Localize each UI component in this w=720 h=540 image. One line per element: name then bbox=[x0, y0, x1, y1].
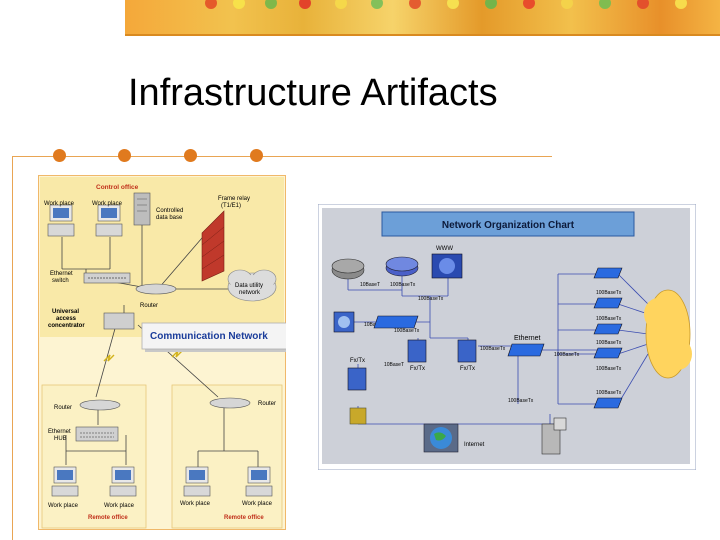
ethernet-switch-label: switch bbox=[52, 278, 69, 284]
rule-dot bbox=[118, 149, 131, 162]
chart-title: Network Organization Chart bbox=[442, 220, 575, 231]
link-label: 10BaseT bbox=[384, 362, 404, 368]
communication-network-box bbox=[141, 322, 286, 352]
frame-relay-label: (T1/E1) bbox=[221, 203, 241, 209]
router-label: Router bbox=[258, 401, 276, 407]
link-label: 100BaseTx bbox=[418, 296, 444, 302]
work-place-label: Work place bbox=[48, 503, 79, 509]
link-label: 100BaseTx bbox=[596, 390, 622, 396]
link-label: Fx/Tx bbox=[350, 358, 365, 364]
link-label: 10BaseT bbox=[360, 282, 380, 288]
internet-label: Internet bbox=[464, 442, 485, 448]
control-office-label: Control office bbox=[96, 184, 139, 191]
left-rule bbox=[12, 156, 13, 540]
work-place-label: Work place bbox=[104, 503, 135, 509]
banner-flower-strip bbox=[195, 0, 720, 10]
internet-globe-icon bbox=[423, 423, 459, 453]
remote-office-zone-right bbox=[171, 384, 283, 529]
ethernet-hub-icon bbox=[75, 426, 119, 442]
comm-network-label: Communication Network bbox=[150, 331, 268, 342]
work-place-label: Work place bbox=[242, 501, 273, 507]
access-concentrator-icon bbox=[103, 312, 135, 330]
top-banner bbox=[125, 0, 720, 36]
wireless-link-icon bbox=[171, 350, 183, 358]
uac-label: access bbox=[56, 316, 77, 322]
work-place-label: Work place bbox=[180, 501, 211, 507]
server-tower-icon bbox=[541, 417, 567, 455]
workstation-icon bbox=[51, 466, 79, 497]
router-icon bbox=[209, 397, 251, 409]
ethernet-switch-label: Ethernet bbox=[50, 271, 73, 277]
link-label: 100BaseTx bbox=[596, 290, 622, 296]
link-label: 100BaseTx bbox=[554, 352, 580, 358]
workstation-icon bbox=[245, 466, 273, 497]
router-label: Router bbox=[140, 303, 158, 309]
network-switch-icon bbox=[593, 347, 623, 359]
transceiver-icon bbox=[407, 339, 427, 363]
link-label: 100BaseTx bbox=[596, 366, 622, 372]
uac-label: concentrator bbox=[48, 323, 85, 329]
network-switch-icon bbox=[593, 297, 623, 309]
controlled-db-label: Controlled bbox=[156, 208, 183, 214]
link-label: 10BaseT bbox=[364, 322, 384, 328]
router-label: Router bbox=[54, 405, 72, 411]
link-label: 100BaseTx bbox=[394, 328, 420, 334]
control-office-zone bbox=[40, 177, 284, 337]
router-icon bbox=[135, 283, 177, 295]
rule-dot bbox=[250, 149, 263, 162]
network-switch-icon bbox=[593, 267, 623, 279]
work-place-label: Work place bbox=[92, 201, 123, 207]
workstation-icon bbox=[109, 466, 137, 497]
workstation-icon bbox=[95, 204, 123, 237]
frame-relay-label: Frame relay bbox=[218, 196, 250, 202]
link-label: 100BaseTx bbox=[596, 316, 622, 322]
data-cloud-label: network bbox=[239, 290, 261, 296]
remote-office-label: Remote office bbox=[224, 515, 264, 521]
ethernet-hub-label: HUB bbox=[54, 436, 67, 442]
controlled-db-label: data base bbox=[156, 215, 183, 221]
network-switch-icon bbox=[593, 397, 623, 409]
magnifier-icon bbox=[333, 311, 355, 333]
www-label: WWW bbox=[436, 246, 453, 252]
network-switch-icon bbox=[593, 323, 623, 335]
link-label: 100BaseTx bbox=[596, 340, 622, 346]
ethernet-hub-label: Ethernet bbox=[48, 429, 71, 435]
router-icon bbox=[385, 256, 419, 277]
network-switch-icon bbox=[507, 343, 545, 357]
transceiver-icon bbox=[457, 339, 477, 363]
work-place-label: Work place bbox=[44, 201, 75, 207]
rule-dot bbox=[184, 149, 197, 162]
data-cloud-label: Data utility bbox=[235, 283, 263, 289]
chart-title-bar bbox=[381, 211, 635, 237]
link-label: 100BaseTx bbox=[480, 346, 506, 352]
network-organization-chart: Network Organization Chart bbox=[318, 204, 696, 470]
remote-office-label: Remote office bbox=[88, 515, 128, 521]
workstation-icon bbox=[183, 466, 211, 497]
link-label: Fx/Tx bbox=[460, 366, 475, 372]
communication-network-diagram: Control office Work place W bbox=[38, 175, 286, 530]
title-rule bbox=[12, 156, 552, 157]
wireless-link-icon bbox=[103, 354, 115, 362]
link-label: Fx/Tx bbox=[410, 366, 425, 372]
web-server-icon bbox=[431, 253, 463, 279]
transceiver-icon bbox=[347, 367, 367, 391]
firewall-icon bbox=[349, 407, 367, 425]
banner-underline bbox=[125, 34, 720, 36]
server-cylinder-icon bbox=[331, 258, 365, 280]
rule-dot bbox=[53, 149, 66, 162]
network-cloud-icon bbox=[644, 289, 692, 379]
ethernet-switch-icon bbox=[83, 272, 131, 284]
router-icon bbox=[79, 399, 121, 411]
firewall-icon bbox=[201, 210, 225, 282]
link-label: 100BaseTx bbox=[390, 282, 416, 288]
uac-label: Universal bbox=[52, 309, 79, 315]
workstation-icon bbox=[47, 204, 75, 237]
slide-title: Infrastructure Artifacts bbox=[128, 72, 498, 114]
database-server-icon bbox=[133, 192, 151, 226]
data-cloud-icon bbox=[227, 269, 277, 302]
network-switch-icon bbox=[373, 315, 419, 329]
link-label: 100BaseTx bbox=[508, 398, 534, 404]
ethernet-label: Ethernet bbox=[514, 335, 541, 342]
